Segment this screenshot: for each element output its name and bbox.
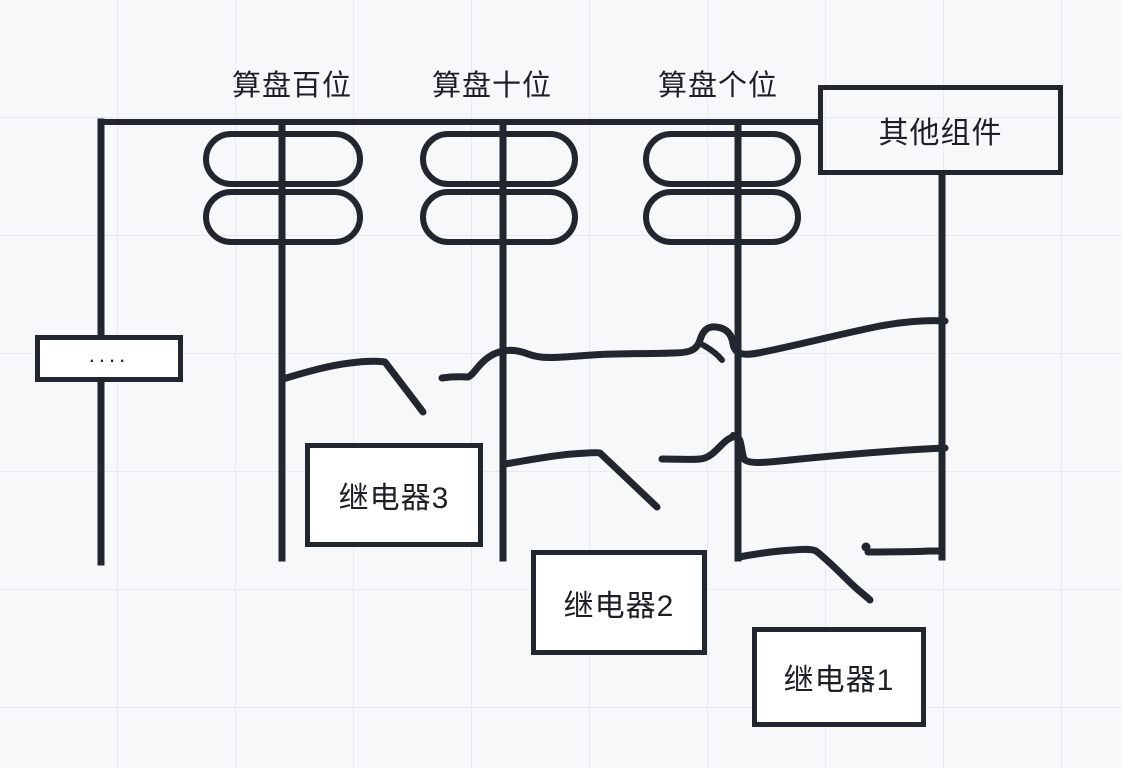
column-label-ones: 算盘个位 — [658, 70, 779, 102]
contact-stroke-ones-lower — [658, 433, 949, 466]
abacus-bead-hundreds-lower[interactable] — [203, 189, 363, 245]
other-components-box[interactable]: 其他组件 — [818, 85, 1063, 175]
relay1-box[interactable]: 继电器1 — [752, 627, 926, 727]
relay2-box[interactable]: 继电器2 — [531, 550, 707, 655]
contact-stroke-relay3-upper — [279, 357, 427, 416]
abacus-bead-tens-lower[interactable] — [420, 189, 578, 245]
contact-stroke-ones-lower-spike — [730, 432, 744, 449]
ellipsis-box[interactable]: .... — [35, 335, 183, 382]
contact-dot-right-rail — [861, 542, 871, 552]
contact-stroke-relay2-lower — [501, 449, 661, 511]
abacus-bead-ones-lower[interactable] — [643, 189, 801, 245]
contact-stroke-ones-upper — [668, 317, 949, 358]
abacus-bead-tens-upper[interactable] — [420, 131, 578, 187]
contact-stroke-relay1-lower — [735, 545, 874, 604]
contact-stroke-right-rail-stub — [864, 547, 946, 556]
column-label-hundreds: 算盘百位 — [232, 70, 353, 102]
relay3-box[interactable]: 继电器3 — [305, 443, 483, 547]
abacus-bead-ones-upper[interactable] — [643, 131, 801, 187]
abacus-bead-hundreds-upper[interactable] — [203, 131, 363, 187]
contact-stroke-ones-upper-lead — [700, 342, 725, 363]
column-label-tens: 算盘十位 — [432, 70, 553, 102]
contact-stroke-tens-upper — [438, 346, 676, 382]
